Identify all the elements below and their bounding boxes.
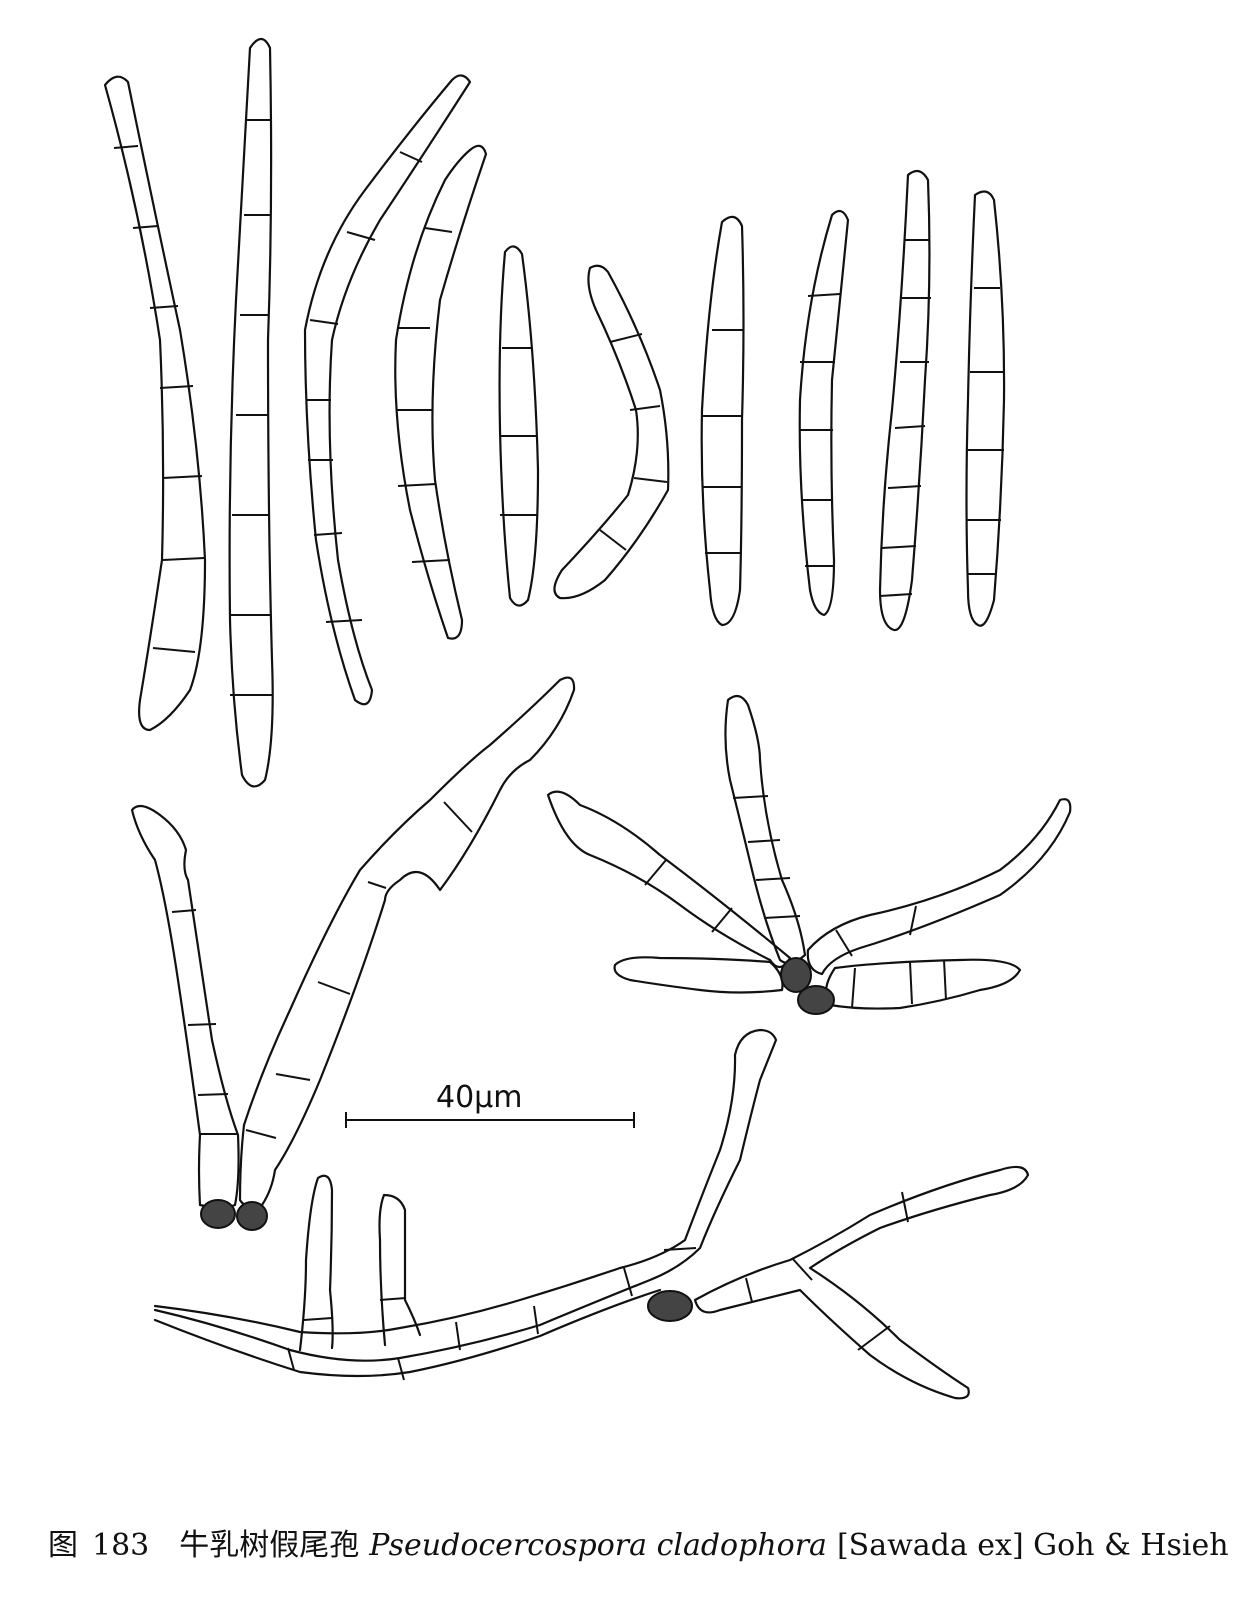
figure-prefix: 图: [48, 1528, 78, 1563]
conidiophore-pair: [130, 676, 576, 1231]
conidium-2: [228, 37, 274, 788]
authority: [Sawada ex] Goh & Hsieh: [836, 1528, 1229, 1563]
scale-bar-label: 40μm: [436, 1080, 523, 1115]
conidium-6: [553, 264, 670, 600]
conidium-9: [878, 169, 931, 632]
conidia-illustration: [103, 37, 1072, 1400]
conidium-1: [103, 75, 207, 732]
figure-caption: 图 183 牛乳树假尾孢 Pseudocercospora cladophora [Sa…: [48, 1520, 1229, 1564]
scale-bar: [345, 1112, 635, 1128]
scientific-name: Pseudocercospora cladophora: [369, 1528, 827, 1563]
conidiophore-cluster: [546, 694, 1072, 1015]
common-name: 牛乳树假尾孢: [179, 1528, 360, 1563]
conidium-7: [700, 215, 745, 627]
conidium-10: [965, 190, 1006, 627]
conidium-3: [303, 74, 472, 706]
hypha-with-conidiophores: [153, 1028, 1030, 1400]
conidium-5: [498, 245, 540, 607]
figure-number: 183: [92, 1528, 150, 1563]
conidium-4: [394, 144, 488, 640]
conidium-8: [798, 209, 850, 617]
